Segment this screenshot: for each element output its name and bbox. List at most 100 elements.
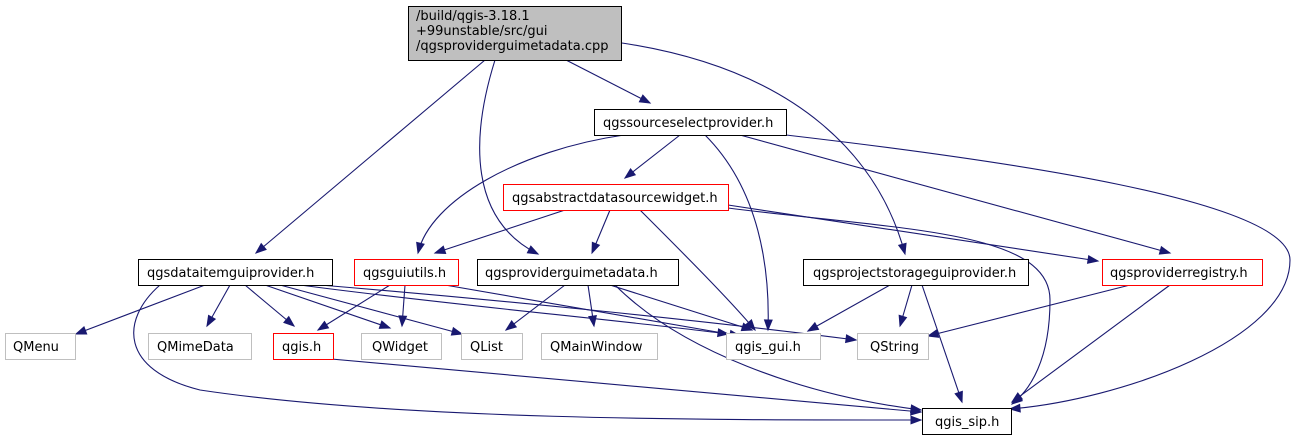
edge-sourceselect-to-abstractdatasource (624, 134, 681, 179)
node-qgis_sip[interactable]: qgis_sip.h (922, 408, 1012, 435)
edge-psg-to-qgis_sip (921, 284, 963, 403)
edge-sourceselect-to-providerregistry-arrowhead (1158, 245, 1172, 255)
node-qgsproviderguimetadata[interactable]: qgsproviderguimetadata.h (477, 259, 679, 286)
node-label: qgsproviderguimetadata.h (485, 266, 658, 281)
edge-dataitem-to-QMenu-arrowhead (74, 326, 88, 335)
node-qgssourceselectprovider[interactable]: qgssourceselectprovider.h (594, 109, 787, 136)
edge-root-to-qgssourceselectprovider-arrowhead (638, 94, 652, 104)
node-label: qgsproviderregistry.h (1110, 266, 1248, 281)
edge-registry-to-qgis_sip-arrowhead (1010, 392, 1024, 403)
edge-guiutils-to-qgis-arrowhead (316, 320, 330, 331)
edge-sourceselect-to-guiutils-arrowhead (416, 241, 425, 255)
node-label: QMimeData (157, 340, 234, 355)
node-label: QWidget (372, 340, 428, 355)
node-label: QMainWindow (550, 340, 643, 355)
edge-sourceselect-to-qgis_sip (785, 134, 1291, 410)
edge-pgm-to-QMainWindow-arrowhead (588, 314, 597, 328)
edge-abstract-to-providerregistry-arrowhead (1086, 254, 1100, 264)
edge-guiutils-to-qgis_gui (444, 284, 741, 337)
edge-dataitem-to-QWidget-arrowhead (378, 320, 392, 329)
node-qgsdataitemguiprovider[interactable]: qgsdataitemguiprovider.h (138, 259, 333, 286)
edge-psg-to-QString-arrowhead (898, 314, 908, 328)
node-label: QString (870, 340, 919, 355)
node-label: qgis_sip.h (935, 415, 999, 430)
node-label: qgis_gui.h (735, 340, 801, 355)
node-qgsprojectstorageguiprovider[interactable]: qgsprojectstorageguiprovider.h (803, 259, 1029, 286)
edge-pgm-to-QList (505, 284, 566, 331)
edge-root-to-qgssourceselectprovider (565, 59, 651, 104)
edge-psg-to-qgis_gui (807, 284, 891, 332)
edge-pgm-to-qgis_gui-arrowhead (740, 322, 754, 332)
edge-sourceselect-to-guiutils (417, 134, 625, 254)
edge-abstract-to-providerregistry (727, 204, 1099, 262)
node-qgsabstractdatasourcewidget[interactable]: qgsabstractdatasourcewidget.h (503, 184, 729, 211)
edge-pgm-to-qgis_sip (614, 284, 922, 411)
edge-dataitem-to-QList (279, 284, 463, 335)
node-label: QMenu (13, 340, 59, 355)
node-label: QList (470, 340, 503, 355)
edge-dataitem-to-qgis_sip-arrowhead (910, 415, 923, 425)
edge-dataitem-to-qgis_gui-arrowhead (717, 328, 730, 338)
edge-sourceselect-to-qgis_gui (704, 134, 769, 331)
nodes: /build/qgis-3.18.1 +99unstable/src/gui /… (5, 6, 1263, 435)
root-line-1: /build/qgis-3.18.1 (416, 9, 530, 24)
node-label: qgsabstractdatasourcewidget.h (512, 191, 718, 206)
edge-root-to-qgsproviderguimetadata-arrowhead (526, 245, 540, 255)
edge-qgis-to-qgis_sip (319, 357, 922, 413)
edge-pgm-to-QList-arrowhead (504, 320, 518, 331)
edge-registry-to-QString (927, 284, 1131, 337)
node-root-file[interactable]: /build/qgis-3.18.1 +99unstable/src/gui /… (408, 6, 622, 61)
edge-root-to-qgsprojectstorageguiprovider (621, 42, 906, 255)
edge-root-to-qgsproviderguimetadata (479, 59, 539, 255)
edge-qgis-to-qgis_sip-arrowhead (910, 406, 923, 416)
node-QString[interactable]: QString (857, 333, 929, 360)
node-label: qgsprojectstorageguiprovider.h (813, 266, 1016, 281)
edge-abstract-to-guiutils-arrowhead (433, 245, 447, 254)
root-line-3: /qgsproviderguimetadata.cpp (416, 39, 609, 54)
edge-dataitem-to-QString-arrowhead (845, 334, 858, 344)
edge-root-to-qgsdataitemguiprovider-arrowhead (254, 242, 267, 254)
edge-dataitem-to-qgis_sip (133, 284, 922, 421)
edge-psg-to-qgis_sip-arrowhead (954, 390, 963, 404)
edge-root-to-qgsprojectstorageguiprovider-arrowhead (897, 242, 907, 256)
edge-sourceselect-to-qgis_gui-arrowhead (763, 319, 773, 332)
node-qgis[interactable]: qgis.h (273, 333, 334, 360)
edges (75, 42, 1291, 421)
node-label: qgis.h (282, 340, 321, 355)
node-QWidget[interactable]: QWidget (361, 333, 442, 360)
edge-abstract-to-qgis_gui-arrowhead (744, 319, 756, 332)
node-qgsguiutils[interactable]: qgsguiutils.h (354, 259, 459, 286)
edge-abstract-to-qgis_gui (639, 209, 756, 331)
edge-dataitem-to-QWidget (264, 284, 391, 329)
node-label: qgssourceselectprovider.h (603, 116, 773, 131)
root-line-2: +99unstable/src/gui (416, 24, 547, 39)
edge-dataitem-to-QList-arrowhead (450, 326, 464, 336)
edge-pgm-to-qgis_gui (609, 284, 753, 331)
edge-abstract-to-qgis_sip (727, 207, 1051, 405)
edge-dataitem-to-qgis-arrowhead (283, 315, 296, 327)
edge-registry-to-QString-arrowhead (926, 329, 940, 338)
edge-dataitem-to-QString (319, 284, 857, 341)
edge-abstract-to-guiutils (434, 209, 566, 254)
edge-abstract-to-providerguimetadata-arrowhead (591, 241, 601, 255)
edge-psg-to-qgis_gui-arrowhead (806, 321, 820, 332)
node-label: qgsguiutils.h (363, 266, 446, 281)
edge-registry-to-qgis_sip (1011, 284, 1171, 403)
edge-sourceselect-to-qgis_sip-arrowhead (1008, 403, 1021, 413)
arrowheads (74, 94, 1172, 425)
node-QList[interactable]: QList (461, 333, 523, 360)
edge-guiutils-to-qgis (317, 284, 391, 331)
edge-sourceselect-to-abstractdatasource-arrowhead (623, 167, 637, 179)
node-QMenu[interactable]: QMenu (5, 333, 76, 360)
node-QMimeData[interactable]: QMimeData (148, 333, 252, 360)
edge-dataitem-to-qgis (244, 284, 295, 327)
edge-root-to-qgsdataitemguiprovider (255, 59, 486, 254)
edge-dataitem-to-QMimeData-arrowhead (206, 314, 217, 328)
node-label: qgsdataitemguiprovider.h (147, 266, 314, 281)
node-QMainWindow[interactable]: QMainWindow (541, 333, 658, 360)
node-qgis_gui[interactable]: qgis_gui.h (726, 333, 821, 360)
node-qgsproviderregistry[interactable]: qgsproviderregistry.h (1102, 259, 1263, 286)
edge-sourceselect-to-providerregistry (739, 134, 1171, 254)
edge-guiutils-to-QWidget-arrowhead (398, 315, 408, 328)
